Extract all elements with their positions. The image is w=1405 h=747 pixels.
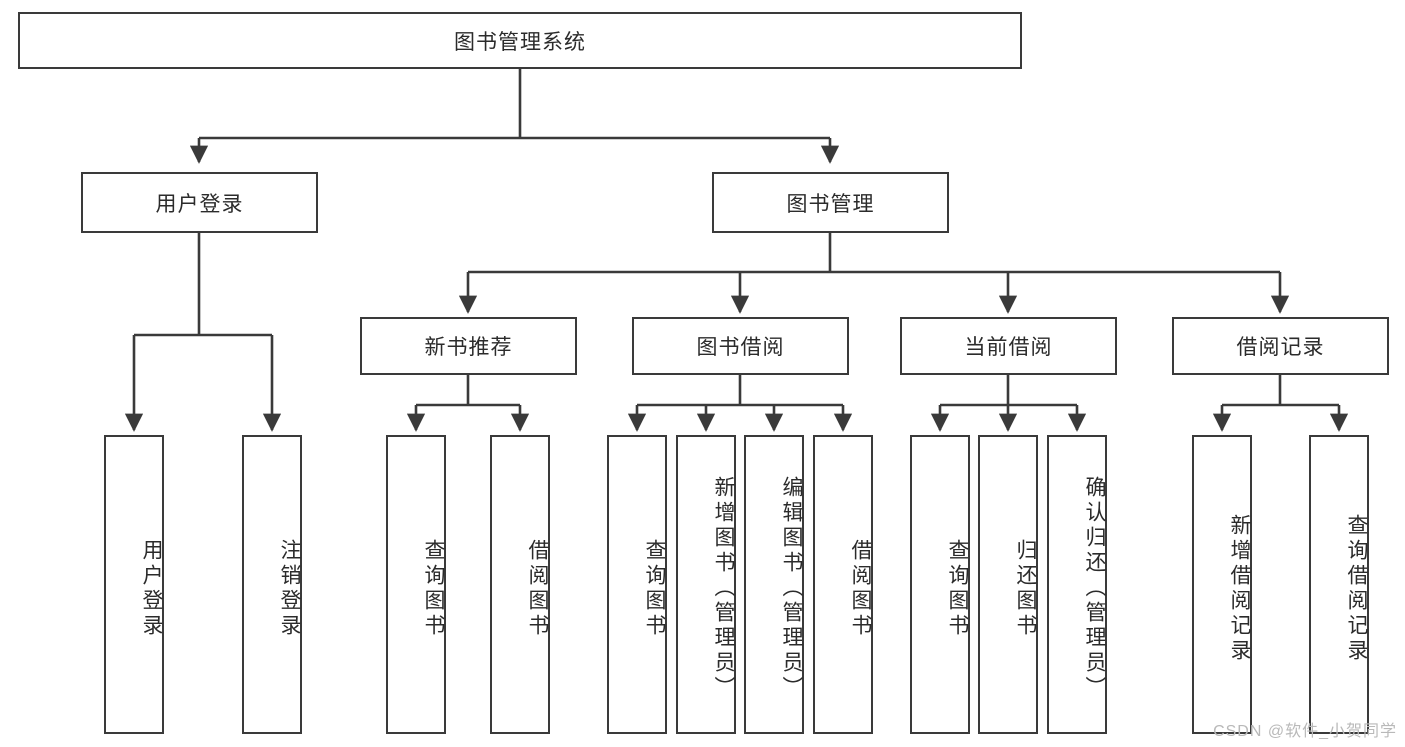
leaf-logout-login[interactable]: 注销登录: [242, 435, 302, 734]
leaf-query-book-1[interactable]: 查询图书: [386, 435, 446, 734]
node-current-borrow[interactable]: 当前借阅: [900, 317, 1117, 375]
leaf-borrow-book-1[interactable]: 借阅图书: [490, 435, 550, 734]
leaf-query-borrow-record-label: 查询借阅记录: [1345, 513, 1368, 664]
leaf-user-login[interactable]: 用户登录: [104, 435, 164, 734]
node-user-login-label: 用户登录: [155, 192, 244, 216]
node-borrow-record-label: 借阅记录: [1236, 336, 1325, 359]
leaf-return-book[interactable]: 归还图书: [978, 435, 1038, 734]
leaf-query-book-2-label: 查询图书: [643, 538, 666, 639]
leaf-borrow-book-2-label: 借阅图书: [849, 538, 872, 639]
node-book-management-label: 图书管理: [786, 192, 875, 216]
leaf-edit-book-label: 编辑图书（管理员）: [780, 476, 803, 701]
leaf-confirm-return-label: 确认归还（管理员）: [1083, 476, 1106, 701]
node-user-login[interactable]: 用户登录: [81, 172, 318, 233]
leaf-add-book[interactable]: 新增图书（管理员）: [676, 435, 736, 734]
leaf-add-borrow-record-label: 新增借阅记录: [1228, 513, 1251, 664]
node-borrow-record[interactable]: 借阅记录: [1172, 317, 1389, 375]
leaf-borrow-book-2[interactable]: 借阅图书: [813, 435, 873, 734]
leaf-return-book-label: 归还图书: [1014, 538, 1037, 639]
leaf-confirm-return[interactable]: 确认归还（管理员）: [1047, 435, 1107, 734]
node-book-management[interactable]: 图书管理: [712, 172, 949, 233]
csdn-watermark: CSDN @软件_小贺同学: [1213, 723, 1397, 740]
node-root-label: 图书管理系统: [454, 30, 586, 54]
node-new-book-recommend-label: 新书推荐: [424, 336, 513, 359]
node-book-borrow-label: 图书借阅: [696, 336, 785, 359]
leaf-borrow-book-1-label: 借阅图书: [526, 538, 549, 639]
leaf-query-borrow-record[interactable]: 查询借阅记录: [1309, 435, 1369, 734]
leaf-add-borrow-record[interactable]: 新增借阅记录: [1192, 435, 1252, 734]
leaf-query-book-3[interactable]: 查询图书: [910, 435, 970, 734]
leaf-logout-login-label: 注销登录: [278, 538, 301, 639]
leaf-edit-book[interactable]: 编辑图书（管理员）: [744, 435, 804, 734]
leaf-add-book-label: 新增图书（管理员）: [712, 476, 735, 701]
leaf-query-book-3-label: 查询图书: [946, 538, 969, 639]
node-root[interactable]: 图书管理系统: [18, 12, 1022, 69]
leaf-query-book-2[interactable]: 查询图书: [607, 435, 667, 734]
node-new-book-recommend[interactable]: 新书推荐: [360, 317, 577, 375]
leaf-user-login-label: 用户登录: [140, 538, 163, 639]
leaf-query-book-1-label: 查询图书: [422, 538, 445, 639]
node-book-borrow[interactable]: 图书借阅: [632, 317, 849, 375]
node-current-borrow-label: 当前借阅: [964, 336, 1053, 359]
